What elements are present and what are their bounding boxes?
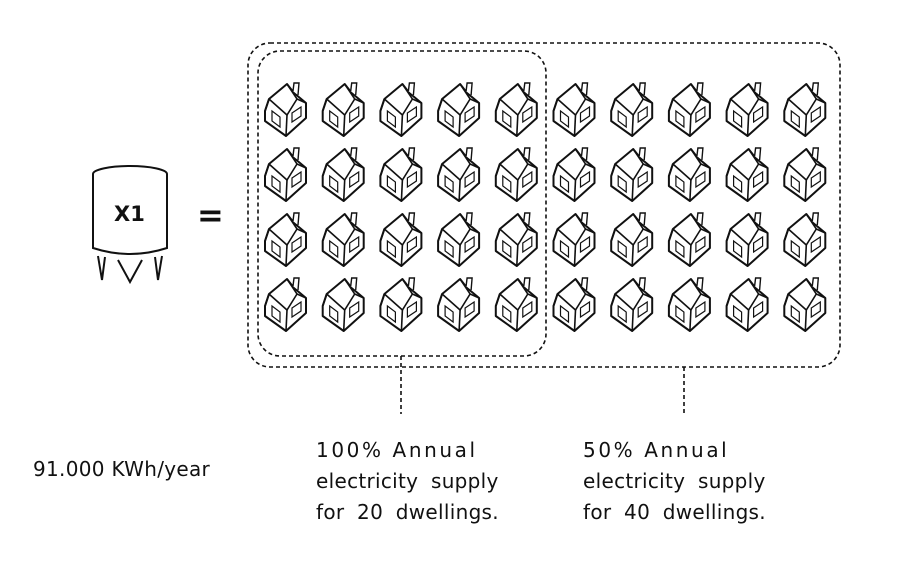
- house-icon: [264, 82, 307, 137]
- house-icon: [725, 82, 769, 137]
- caption-full-line1: 100% Annual: [316, 438, 478, 462]
- house-icon: [783, 212, 827, 267]
- caption-half-supply: 50% Annual electricity supply for 40 dwe…: [583, 435, 766, 528]
- house-icon: [321, 82, 365, 137]
- caption-full-supply: 100% Annual electricity supply for 20 dw…: [316, 435, 499, 528]
- equals-sign: =: [197, 196, 224, 234]
- house-icon: [264, 277, 307, 332]
- house-icon: [321, 212, 365, 267]
- house-icon: [437, 212, 481, 267]
- house-icon: [552, 277, 596, 332]
- house-icon: [494, 212, 538, 267]
- energy-output-text: 91.000 KWh/year: [33, 457, 211, 481]
- house-icon: [610, 212, 654, 267]
- house-icon: [379, 82, 423, 137]
- house-icon: [725, 277, 769, 332]
- house-icon: [725, 212, 769, 267]
- house-icon: [552, 147, 596, 202]
- caption-full-line2: electricity supply: [316, 469, 499, 493]
- house-icon: [610, 82, 654, 137]
- caption-half-line2: electricity supply: [583, 469, 766, 493]
- house-icon: [494, 147, 538, 202]
- house-icon: [725, 147, 769, 202]
- tank-label: X1: [114, 202, 145, 226]
- house-icon: [437, 82, 481, 137]
- house-icon: [379, 147, 423, 202]
- caption-half-line1: 50% Annual: [583, 438, 730, 462]
- house-icon: [379, 277, 423, 332]
- caption-half-line3: for 40 dwellings.: [583, 500, 766, 524]
- house-icon: [610, 147, 654, 202]
- house-grid: [264, 82, 827, 332]
- house-icon: [494, 277, 538, 332]
- house-icon: [667, 147, 711, 202]
- tank-icon: [92, 165, 168, 285]
- inner-group-boundary: [257, 50, 547, 357]
- caption-full-line3: for 20 dwellings.: [316, 500, 499, 524]
- house-icon: [264, 212, 307, 267]
- house-icon: [783, 82, 827, 137]
- house-icon: [783, 277, 827, 332]
- house-icon: [783, 147, 827, 202]
- house-icon: [437, 277, 481, 332]
- house-icon: [667, 212, 711, 267]
- house-icon: [321, 277, 365, 332]
- house-icon: [552, 212, 596, 267]
- house-icon: [264, 147, 307, 202]
- house-icon: [667, 82, 711, 137]
- house-icon: [437, 147, 481, 202]
- house-icon: [494, 82, 538, 137]
- house-icon: [610, 277, 654, 332]
- house-icon: [552, 82, 596, 137]
- house-icon: [379, 212, 423, 267]
- house-icon: [667, 277, 711, 332]
- outer-group-boundary: [247, 42, 841, 368]
- house-icon: [321, 147, 365, 202]
